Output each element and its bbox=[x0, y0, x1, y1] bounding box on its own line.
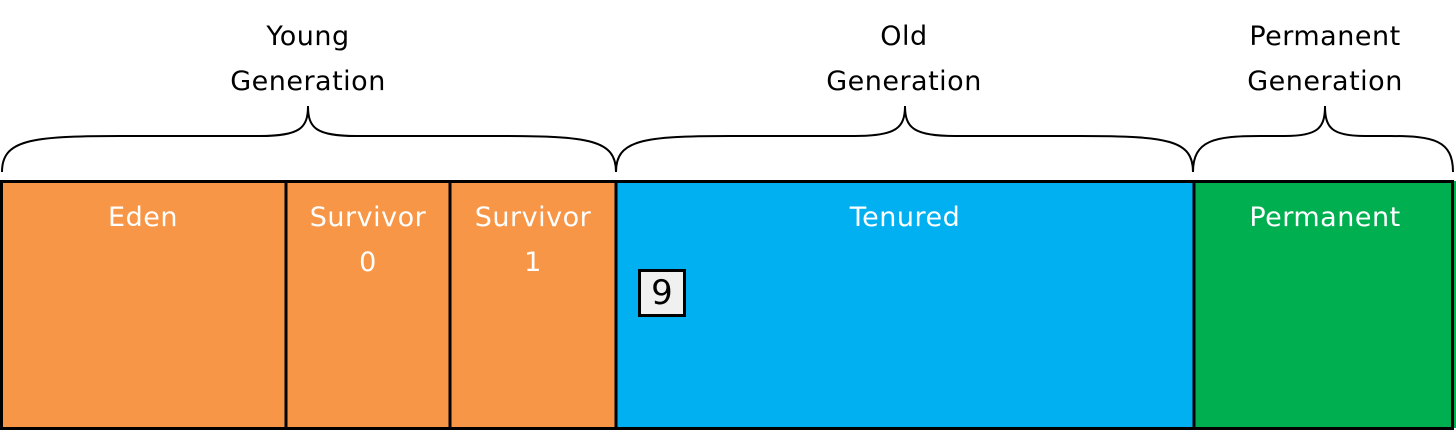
old-generation-brace bbox=[615, 105, 1194, 173]
survivor-0-region: Survivor 0 bbox=[286, 181, 450, 428]
survivor-0-label-line2: 0 bbox=[359, 247, 377, 278]
young-generation-label-line1: Young bbox=[266, 21, 350, 52]
eden-label: Eden bbox=[108, 202, 178, 233]
permanent-region: Permanent bbox=[1194, 181, 1456, 428]
permanent-generation-label: Permanent Generation bbox=[1195, 14, 1455, 104]
old-generation-label-line1: Old bbox=[880, 21, 928, 52]
permanent-label: Permanent bbox=[1249, 202, 1401, 233]
survivor-0-label-line1: Survivor bbox=[309, 202, 427, 233]
survivor-1-region: Survivor 1 bbox=[450, 181, 616, 428]
heap-outline bbox=[0, 180, 1454, 430]
old-generation-label: Old Generation bbox=[774, 14, 1034, 104]
tenured-region: Tenured bbox=[616, 181, 1194, 428]
eden-region: Eden bbox=[0, 181, 286, 428]
survivor-1-label-line1: Survivor bbox=[474, 202, 592, 233]
survivor-1-label-line2: 1 bbox=[524, 247, 542, 278]
tenured-label: Tenured bbox=[849, 202, 961, 233]
permanent-generation-brace bbox=[1192, 105, 1454, 173]
old-generation-label-line2: Generation bbox=[826, 66, 982, 97]
young-generation-label: Young Generation bbox=[178, 14, 438, 104]
permanent-generation-label-line2: Generation bbox=[1247, 66, 1403, 97]
heap-object-box: 9 bbox=[638, 269, 686, 317]
young-generation-brace bbox=[1, 105, 617, 173]
permanent-generation-label-line1: Permanent bbox=[1249, 21, 1401, 52]
young-generation-label-line2: Generation bbox=[230, 66, 386, 97]
